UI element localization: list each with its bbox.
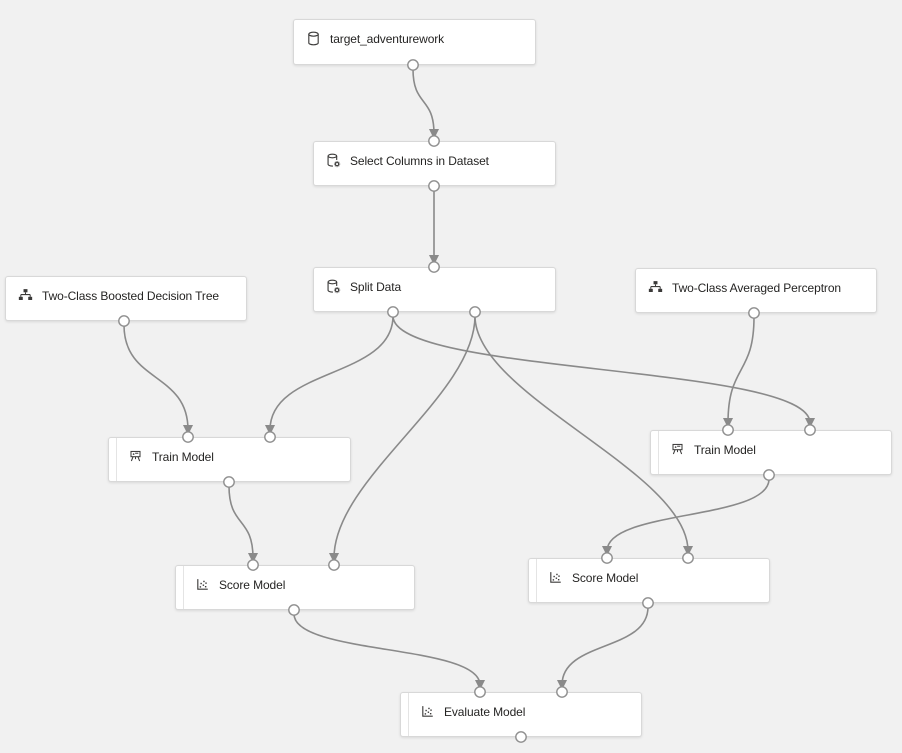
- output-port[interactable]: [642, 597, 654, 609]
- node-header: Split Data: [314, 268, 555, 294]
- node-dataset[interactable]: target_adventurework: [293, 19, 536, 65]
- node-header: Two-Class Boosted Decision Tree: [6, 277, 246, 303]
- input-port[interactable]: [247, 559, 259, 571]
- output-port[interactable]: [515, 731, 527, 743]
- node-score-left[interactable]: Score Model: [175, 565, 415, 610]
- node-train-left[interactable]: Train Model: [108, 437, 351, 482]
- node-header: Two-Class Averaged Perceptron: [636, 269, 876, 295]
- node-header: target_adventurework: [294, 20, 535, 46]
- node-label: Two-Class Boosted Decision Tree: [42, 288, 219, 303]
- output-port[interactable]: [469, 306, 481, 318]
- edge[interactable]: [556, 606, 649, 691]
- edge[interactable]: [474, 315, 694, 557]
- database-gear-icon: [326, 153, 341, 168]
- input-port[interactable]: [264, 431, 276, 443]
- node-label: Score Model: [572, 570, 639, 585]
- node-label: Train Model: [694, 442, 756, 457]
- database-gear-icon: [326, 279, 341, 294]
- node-score-right[interactable]: Score Model: [528, 558, 770, 603]
- node-evaluate[interactable]: Evaluate Model: [400, 692, 642, 737]
- scatter-plot-icon: [548, 570, 563, 585]
- edge[interactable]: [228, 485, 259, 564]
- edges-group: [123, 68, 816, 691]
- node-boosted-tree[interactable]: Two-Class Boosted Decision Tree: [5, 276, 247, 321]
- output-port[interactable]: [288, 604, 300, 616]
- input-port[interactable]: [182, 431, 194, 443]
- hierarchy-icon: [18, 288, 33, 303]
- input-port[interactable]: [601, 552, 613, 564]
- node-header: Score Model: [176, 566, 414, 592]
- edge[interactable]: [601, 478, 770, 557]
- input-port[interactable]: [428, 261, 440, 273]
- node-label: Split Data: [350, 279, 402, 294]
- node-label: Two-Class Averaged Perceptron: [672, 280, 841, 295]
- train-model-icon: [128, 449, 143, 464]
- ports-group: [118, 59, 816, 743]
- node-split-data[interactable]: Split Data: [313, 267, 556, 312]
- input-port[interactable]: [474, 686, 486, 698]
- hierarchy-icon: [648, 280, 663, 295]
- output-port[interactable]: [118, 315, 130, 327]
- input-port[interactable]: [804, 424, 816, 436]
- node-train-right[interactable]: Train Model: [650, 430, 892, 475]
- node-header: Train Model: [651, 431, 891, 457]
- input-port[interactable]: [682, 552, 694, 564]
- node-label: target_adventurework: [330, 31, 445, 46]
- node-header: Score Model: [529, 559, 769, 585]
- edge[interactable]: [264, 315, 394, 436]
- output-port[interactable]: [407, 59, 419, 71]
- input-port[interactable]: [428, 135, 440, 147]
- node-label: Select Columns in Dataset: [350, 153, 489, 168]
- node-label: Evaluate Model: [444, 704, 526, 719]
- train-model-icon: [670, 442, 685, 457]
- scatter-plot-icon: [195, 577, 210, 592]
- database-icon: [306, 31, 321, 46]
- node-select-columns[interactable]: Select Columns in Dataset: [313, 141, 556, 186]
- node-perceptron[interactable]: Two-Class Averaged Perceptron: [635, 268, 877, 313]
- edge[interactable]: [392, 315, 816, 429]
- edge[interactable]: [293, 613, 486, 691]
- output-port[interactable]: [387, 306, 399, 318]
- edge[interactable]: [123, 324, 194, 436]
- output-port[interactable]: [763, 469, 775, 481]
- scatter-plot-icon: [420, 704, 435, 719]
- edge[interactable]: [412, 68, 440, 140]
- output-port[interactable]: [428, 180, 440, 192]
- output-port[interactable]: [748, 307, 760, 319]
- output-port[interactable]: [223, 476, 235, 488]
- node-header: Evaluate Model: [401, 693, 641, 719]
- edge[interactable]: [722, 316, 755, 429]
- edge[interactable]: [328, 315, 476, 564]
- input-port[interactable]: [328, 559, 340, 571]
- input-port[interactable]: [722, 424, 734, 436]
- node-header: Train Model: [109, 438, 350, 464]
- node-label: Train Model: [152, 449, 214, 464]
- node-label: Score Model: [219, 577, 286, 592]
- input-port[interactable]: [556, 686, 568, 698]
- node-header: Select Columns in Dataset: [314, 142, 555, 168]
